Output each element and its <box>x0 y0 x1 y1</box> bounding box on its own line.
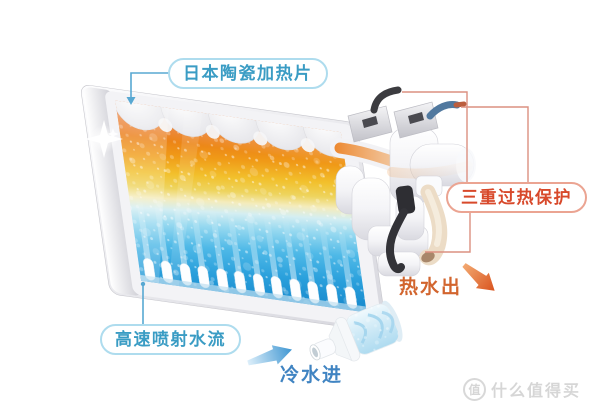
ceramic-heater-elements <box>115 100 359 161</box>
jet-callout-dot <box>140 281 146 287</box>
label-cold-water-in: 冷水进 <box>280 365 344 386</box>
watermark-text: 什么值得买 <box>491 383 582 400</box>
inlet-mouth-inner <box>312 347 319 358</box>
ceramic-callout-line <box>130 72 170 98</box>
callout-overheat-protection: 三重过热保护 <box>446 182 587 214</box>
heat-shrink-sleeve <box>395 185 416 215</box>
sparkle-icon <box>85 120 123 158</box>
label-hot-water-out: 热水出 <box>399 277 463 298</box>
ceramic-callout-pointer <box>126 97 136 105</box>
overheat-line-3 <box>425 213 471 253</box>
cold-water-inlet <box>309 300 403 362</box>
tube-mouth <box>421 251 435 263</box>
connector-slot-right <box>408 112 424 124</box>
hot-water-outlet-tube <box>419 184 448 266</box>
hot-flow-glow <box>387 161 473 179</box>
cold-water-arrow-icon <box>247 345 292 366</box>
hot-water-arrow-icon <box>462 263 495 291</box>
connector-blocks <box>347 101 439 143</box>
callout-ceramic-heater: 日本陶瓷加热片 <box>168 58 328 90</box>
connector-slot-left <box>362 116 378 128</box>
overheat-line-2 <box>461 106 529 183</box>
thermostat-wire-black <box>370 86 402 114</box>
sensor-wire-blue <box>426 101 467 120</box>
bottom-channel <box>140 274 367 313</box>
smzdm-logo-icon: 值 <box>463 377 486 401</box>
power-cable-black <box>385 185 416 274</box>
overheat-line-1 <box>402 91 468 183</box>
callout-jet-flow: 高速喷射水流 <box>100 324 241 356</box>
glass-sheen <box>115 100 169 284</box>
wire-crimp-tip <box>453 101 467 108</box>
inlet-swirls <box>346 304 399 355</box>
heat-exchanger-box <box>81 84 387 332</box>
watermark: 值 什么值得买 <box>463 377 581 401</box>
callout-lines <box>126 72 529 326</box>
glass-sheen-2 <box>168 110 203 287</box>
